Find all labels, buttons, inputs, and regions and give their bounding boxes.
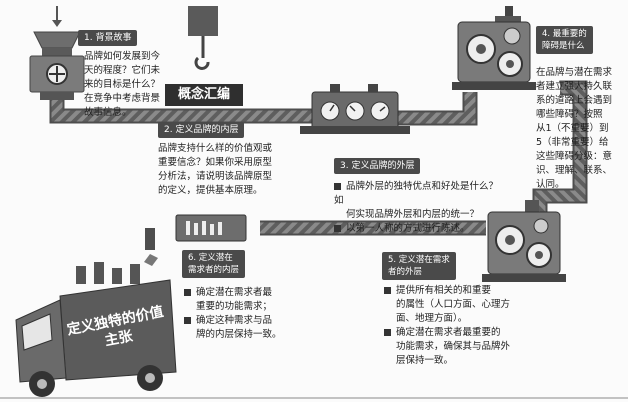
step-6-bullet: 确定潜在需求者最 xyxy=(184,286,284,300)
step-4-line: 识、理解、联系、 xyxy=(536,165,613,176)
step-5-title-line: 5. 定义潜在需求 xyxy=(388,255,450,265)
step-6-title-line: 6. 定义潜在 xyxy=(188,253,233,263)
step-4-line: 从1（不重要）到 xyxy=(536,123,609,134)
step-4-line: 认同。 xyxy=(536,179,565,190)
step-3-bullet: 以第一人称的方式进行陈述。 xyxy=(334,222,504,236)
step-4-title-line: 障碍是什么 xyxy=(542,41,585,51)
input-arrow xyxy=(52,6,62,27)
step-5-bullet: 提供所有相关的和重要 xyxy=(384,284,534,298)
step-3-title: 3. 定义品牌的外层 xyxy=(334,158,421,174)
step-4-title: 4. 最重要的 障碍是什么 xyxy=(536,26,593,54)
step-1-title: 1. 背景故事 xyxy=(78,30,138,46)
step-3-text: 品牌外层的独特优点和好处是什么？如 何实现品牌外层和内层的统一？ 以第一人称的方… xyxy=(334,180,504,236)
step-6-line: 牌的内层保持一致。 xyxy=(196,329,282,340)
gear-machine-top xyxy=(452,6,536,90)
meter-box xyxy=(175,214,247,242)
step-6-title-line: 需求者的内层 xyxy=(188,265,240,275)
step-1-line: 在竞争中考虑背景 xyxy=(84,93,161,104)
step-2-line: 品牌支持什么样的价值观或 xyxy=(158,143,273,154)
step-1-text: 品牌如何发展到今 天的程度？它们未 来的目标是什么？ 在竞争中考虑背景 故事信息… xyxy=(84,50,174,120)
step-2-line: 重要信念？如果你采用原型 xyxy=(158,157,273,168)
step-6-bullet: 确定这种需求与品 xyxy=(184,314,284,328)
step-5-title-line: 者的外层 xyxy=(388,267,423,277)
step-4-title-line: 4. 最重要的 xyxy=(542,29,587,39)
step-2-title: 2. 定义品牌的内层 xyxy=(158,122,245,138)
crane-hook xyxy=(188,6,218,70)
step-2-line: 的定义，提供基本原理。 xyxy=(158,185,263,196)
step-2-line: 分析法，请说明该品牌原型 xyxy=(158,171,273,182)
step-5-title: 5. 定义潜在需求 者的外层 xyxy=(382,252,456,280)
step-5-line: 的属性（人口方面、心理方 xyxy=(396,299,511,310)
step-6-text: 确定潜在需求者最 重要的功能需求； 确定这种需求与品 牌的内层保持一致。 xyxy=(184,286,284,342)
step-4-line: 在品牌与潜在需求 xyxy=(536,67,613,78)
step-4-text: 在品牌与潜在需求 者建立强大持久联 系的道路上会遇到 哪些障碍？按照 从1（不重… xyxy=(536,66,622,192)
step-1-line: 天的程度？它们未 xyxy=(84,65,161,76)
funnel-machine xyxy=(29,31,85,100)
step-5-text: 提供所有相关的和重要 的属性（人口方面、心理方 面、地理方面）。 确定潜在需求者… xyxy=(384,284,534,368)
step-1-line: 品牌如何发展到今 xyxy=(84,51,161,62)
step-4-line: 哪些障碍？按照 xyxy=(536,109,603,120)
step-6-title: 6. 定义潜在 需求者的内层 xyxy=(182,250,246,278)
step-6-line: 重要的功能需求； xyxy=(196,301,273,312)
step-4-line: 系的道路上会遇到 xyxy=(536,95,613,106)
step-3-line: 何实现品牌外层和内层的统一？ xyxy=(346,209,480,220)
step-5-line: 功能需求，确保其与品牌外 xyxy=(396,341,511,352)
step-4-line: 这些障碍分级：意 xyxy=(536,151,613,162)
concept-label: 概念汇编 xyxy=(165,84,243,106)
step-4-line: 者建立强大持久联 xyxy=(536,81,613,92)
step-5-line: 层保持一致。 xyxy=(396,355,454,366)
step-5-line: 面、地理方面）。 xyxy=(396,313,468,324)
step-2-text: 品牌支持什么样的价值观或 重要信念？如果你采用原型 分析法，请说明该品牌原型 的… xyxy=(158,142,298,198)
step-1-line: 来的目标是什么？ xyxy=(84,79,161,90)
step-5-bullet: 确定潜在需求者最重要的 xyxy=(384,326,534,340)
step-4-line: 5（非常重要）给 xyxy=(536,137,609,148)
gauge-machine xyxy=(300,84,410,134)
delivery-truck xyxy=(15,254,177,397)
step-3-bullet: 品牌外层的独特优点和好处是什么？如 xyxy=(334,180,504,208)
step-1-line: 故事信息。 xyxy=(84,107,132,118)
